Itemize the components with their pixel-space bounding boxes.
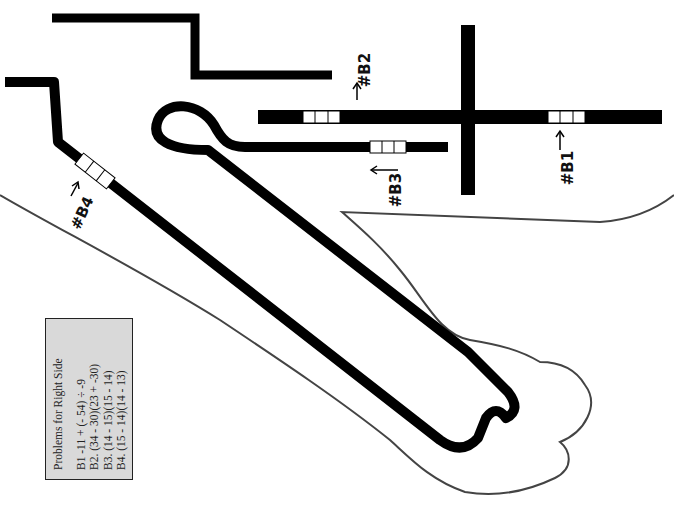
arm-outline [0,195,674,494]
callout-number: #B2 [356,53,374,87]
box-heading: Problems for Right Side [52,327,65,470]
callout-number: #B3 [387,173,405,207]
callout-number: #B1 [559,151,577,185]
problem-list: Problems for Right Side B1 -11 + (- 54) ÷… [46,319,131,478]
crosswalk [303,111,340,123]
road [258,110,662,124]
problem-text: B3. (14 - 15)(15 - 14) [102,327,115,470]
road [52,18,332,75]
crosswalk [370,141,406,153]
crosswalk [75,153,115,189]
direction-arrow [71,83,564,196]
problem-text: B1 -11 + (- 54) ÷ -9 [75,327,88,470]
road [461,25,475,195]
crosswalk [548,111,585,123]
problem-box: Problems for Right Side B1 -11 + (- 54) ÷… [45,318,133,480]
problem-text: B4. (15 - 14)(14 - 13) [115,327,128,470]
problem-text: B2. (34 - 30)(23 + -30) [88,327,101,470]
